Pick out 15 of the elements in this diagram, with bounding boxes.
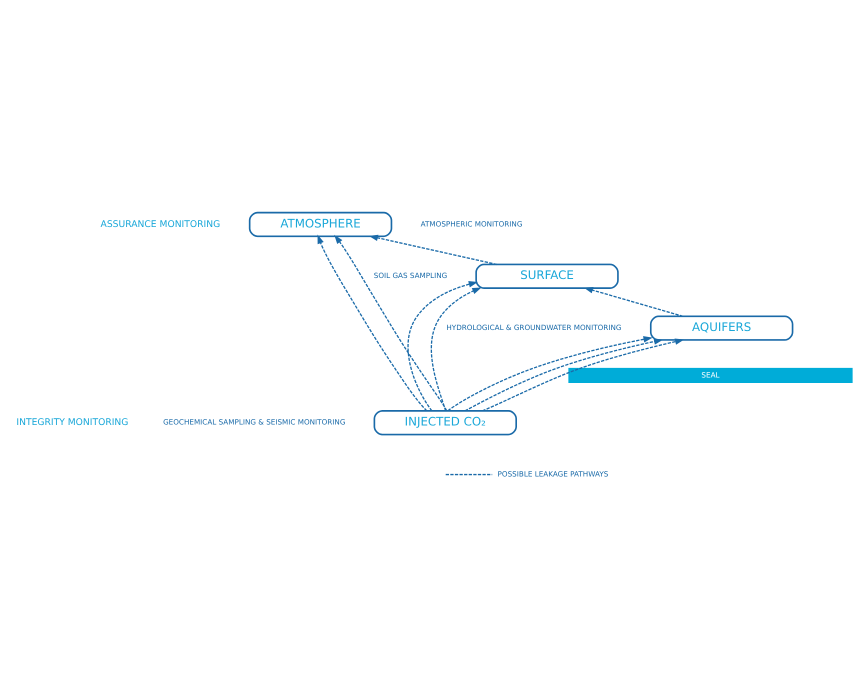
node-box: ATMOSPHERE [248,211,392,237]
arrow [318,234,428,411]
node-box: AQUIFERS [650,315,794,340]
label: INTEGRITY MONITORING [16,416,128,428]
arrow [407,280,478,411]
node-box: INJECTED CO₂ [374,410,517,435]
arrow [368,234,497,265]
arrow [447,336,653,411]
label: ASSURANCE MONITORING [100,218,220,230]
arrow [482,338,684,411]
arrow [464,338,664,411]
node-box: SURFACE [475,263,619,288]
arrow [430,286,482,410]
arrow [584,286,684,316]
arrow [334,234,448,411]
